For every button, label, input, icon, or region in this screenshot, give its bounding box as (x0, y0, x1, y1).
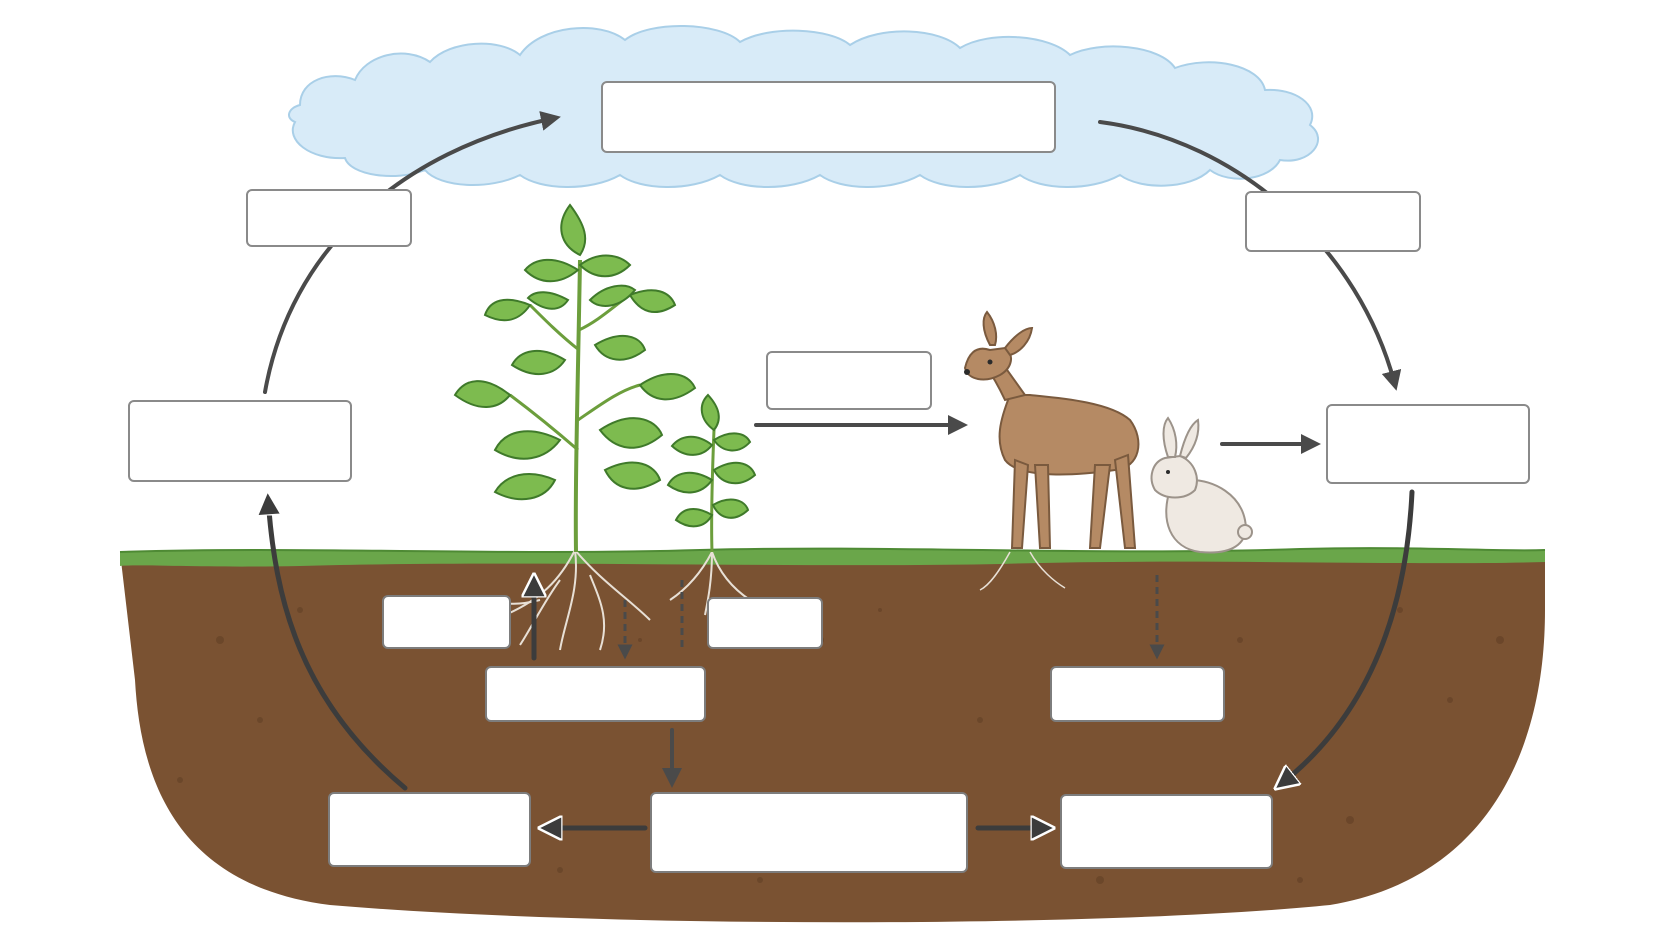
label-root-right[interactable] (707, 597, 823, 649)
label-bottom-center[interactable] (650, 792, 968, 873)
arrow-right-box-down-to-bottom (1280, 489, 1415, 785)
label-bottom-left[interactable] (328, 792, 531, 867)
plant-large (453, 203, 697, 651)
rabbit (1150, 416, 1253, 554)
label-soil-center[interactable] (485, 666, 706, 722)
label-left-middle[interactable] (128, 400, 352, 482)
label-bottom-right[interactable] (1060, 794, 1273, 869)
label-plant-consumer[interactable] (766, 351, 932, 410)
label-atmosphere[interactable] (601, 81, 1056, 153)
deer (963, 310, 1140, 591)
label-right-upper[interactable] (1245, 191, 1421, 252)
arrow-bottom-left-up (268, 498, 408, 791)
label-left-upper[interactable] (246, 189, 412, 247)
label-right-middle[interactable] (1326, 404, 1530, 484)
plant-small (666, 393, 757, 616)
label-root-left[interactable] (382, 595, 511, 649)
label-soil-right[interactable] (1050, 666, 1225, 722)
